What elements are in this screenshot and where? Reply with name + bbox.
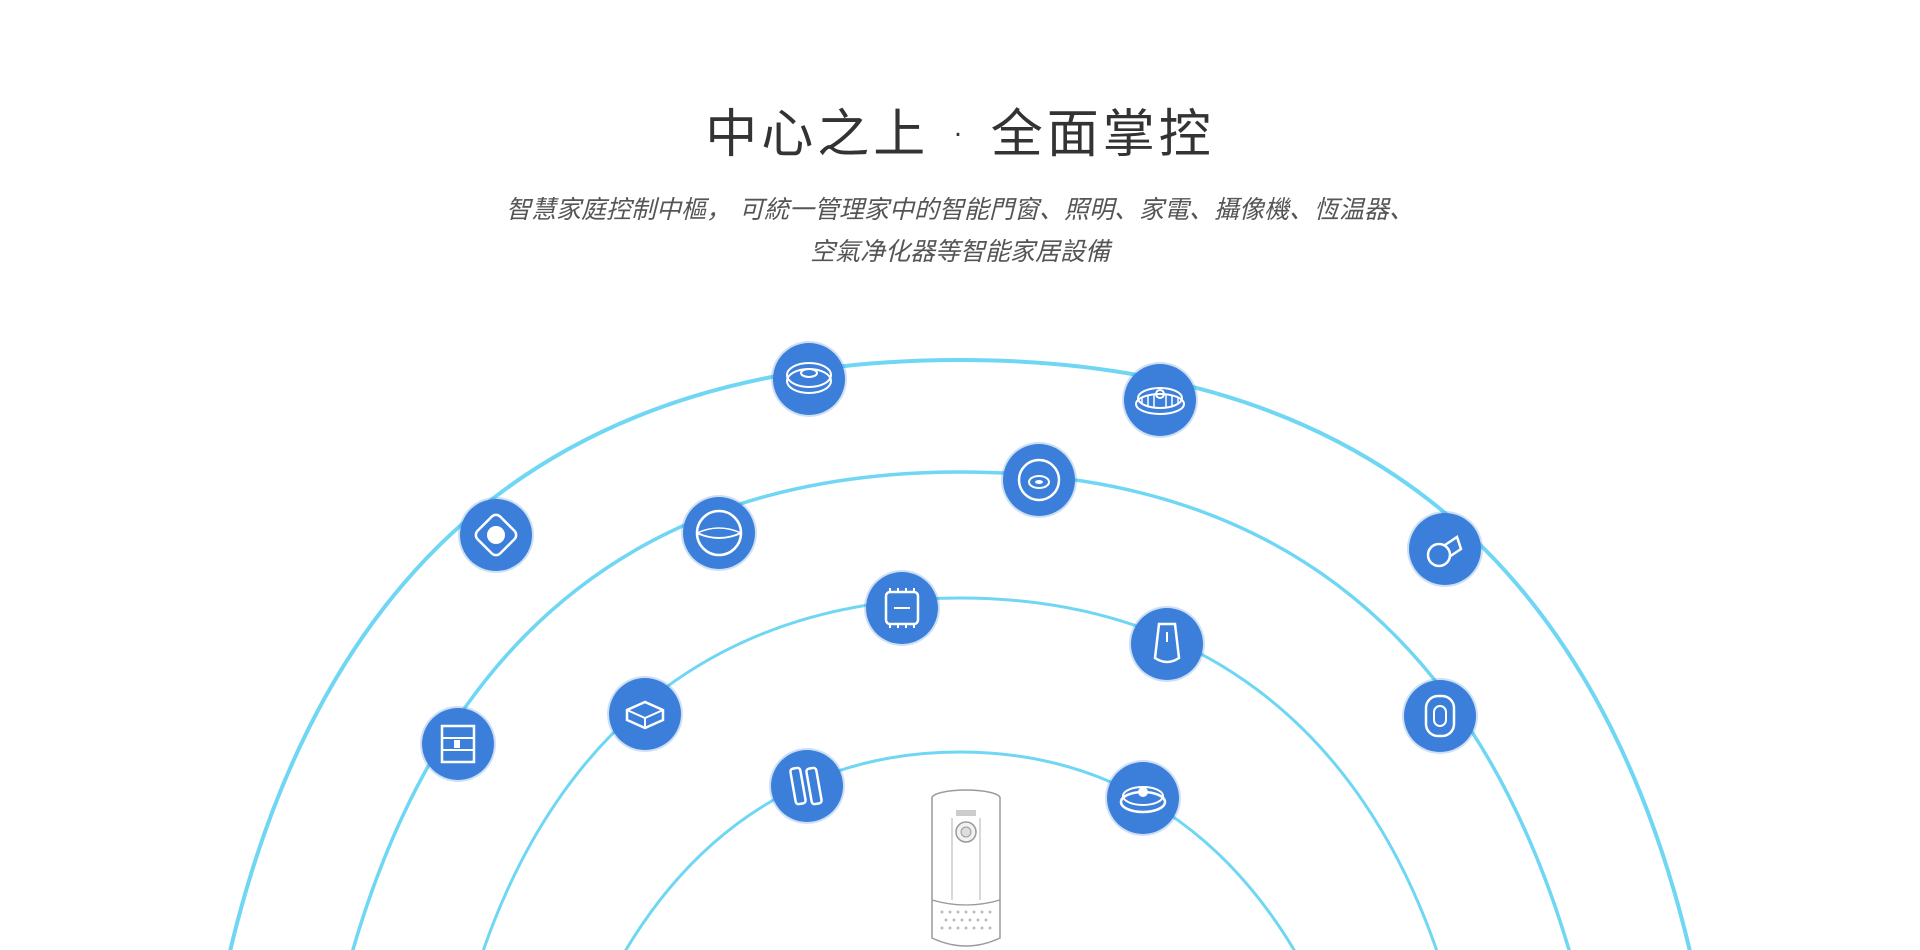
device-thermostat-hub[interactable] bbox=[1107, 762, 1179, 834]
device-relay-module[interactable] bbox=[866, 572, 938, 644]
dome-sensor-icon bbox=[695, 509, 743, 557]
ir-controller-icon bbox=[625, 700, 665, 730]
ring-inner bbox=[624, 750, 1296, 950]
door-window-sensor-icon bbox=[789, 766, 823, 806]
page-subtitle-line-2: 空氣净化器等智能家居設備 bbox=[809, 237, 1110, 266]
ceiling-sensor-icon bbox=[1017, 458, 1061, 502]
relay-module-icon bbox=[884, 588, 920, 628]
ring-second bbox=[481, 596, 1439, 950]
device-button-switch[interactable] bbox=[460, 499, 532, 571]
page-subtitle-line-1: 智慧家庭控制中樞， 可統一管理家中的智能門窗、照明、家電、攝像機、恆温器、 bbox=[506, 195, 1414, 224]
ring-outer bbox=[228, 357, 1692, 950]
device-wall-switch[interactable] bbox=[422, 708, 494, 780]
wall-switch-icon bbox=[440, 724, 476, 764]
device-smart-bulb[interactable] bbox=[1409, 513, 1481, 585]
device-smoke-detector[interactable] bbox=[773, 343, 845, 415]
device-water-sensor[interactable] bbox=[1131, 608, 1203, 680]
page-title: 中心之上 · 全面掌控 bbox=[705, 105, 1215, 165]
central-hub-camera[interactable] bbox=[926, 788, 1006, 950]
device-ceiling-sensor[interactable] bbox=[1003, 444, 1075, 516]
button-switch-icon bbox=[474, 513, 518, 557]
siren-icon bbox=[1135, 387, 1185, 415]
device-smart-plug[interactable] bbox=[1404, 680, 1476, 752]
smoke-detector-icon bbox=[786, 362, 832, 394]
device-ir-controller[interactable] bbox=[609, 678, 681, 750]
smart-plug-icon bbox=[1424, 694, 1456, 738]
device-siren[interactable] bbox=[1124, 364, 1196, 436]
water-sensor-icon bbox=[1153, 622, 1181, 664]
smart-bulb-icon bbox=[1426, 535, 1463, 568]
thermostat-hub-icon bbox=[1119, 786, 1167, 814]
smart-camera-hub-icon bbox=[931, 789, 1001, 947]
device-door-window-sensor[interactable] bbox=[771, 750, 843, 822]
device-dome-sensor[interactable] bbox=[683, 497, 755, 569]
